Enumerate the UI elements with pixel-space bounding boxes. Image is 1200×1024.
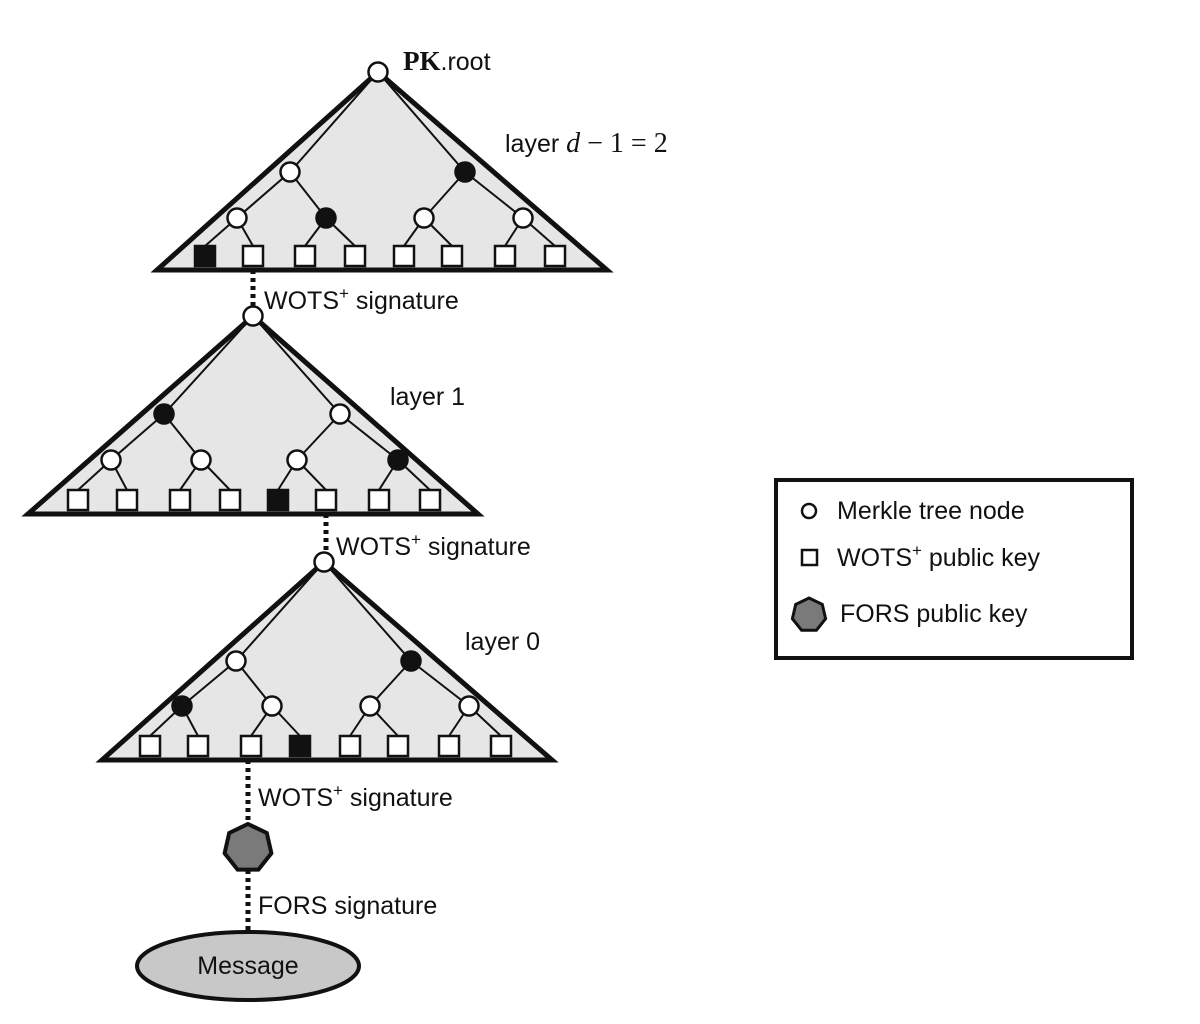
wots-key-icon [66,488,90,512]
wots-key-auth-icon [288,734,312,758]
wots-key-icon [392,244,416,268]
wots-key-icon [314,488,338,512]
top-layer-label: layer d − 1 = 2 [505,128,668,159]
legend-wots-key-icon [800,548,819,567]
wots-key-icon [437,734,461,758]
merkle-node-icon [367,61,389,83]
legend-fors-key-label: FORS public key [840,600,1028,628]
message-label: Message [197,952,298,980]
legend-wots-key-label: WOTS+ public key [837,541,1041,572]
merkle-node-icon [100,449,122,471]
merkle-node-icon [279,161,301,183]
merkle-node-auth-icon [171,695,193,717]
fors-signature-label: FORS signature [258,892,437,920]
wots-signature-label-middle: WOTS+ signature [336,530,531,561]
wots-key-icon [186,734,210,758]
wots-key-icon [489,734,513,758]
merkle-node-icon [286,449,308,471]
middle-tree: layer 1 [21,305,485,517]
legend-merkle-node-label: Merkle tree node [837,497,1025,525]
merkle-node-auth-icon [400,650,422,672]
wots-key-auth-icon [193,244,217,268]
wots-key-icon [343,244,367,268]
wots-key-icon [239,734,263,758]
legend-fors-key-icon [790,596,828,632]
merkle-node-auth-icon [153,403,175,425]
legend-merkle-node-icon [800,502,818,520]
wots-key-icon [338,734,362,758]
wots-key-icon [367,488,391,512]
bottom-tree-leaves [138,734,513,758]
merkle-node-auth-icon [315,207,337,229]
top-tree: PK.root layer d − 1 = 2 [150,46,668,273]
wots-key-icon [543,244,567,268]
bottom-layer-label: layer 0 [465,628,540,656]
merkle-node-icon [458,695,480,717]
wots-key-icon [241,244,265,268]
merkle-node-icon [226,207,248,229]
wots-key-icon [418,488,442,512]
wots-key-icon [168,488,192,512]
bottom-tree-triangle [95,558,559,763]
bottom-tree-nodes [171,551,480,717]
merkle-node-icon [359,695,381,717]
merkle-node-icon [413,207,435,229]
merkle-node-icon [261,695,283,717]
merkle-node-auth-icon [387,449,409,471]
merkle-node-icon [512,207,534,229]
merkle-node-icon [225,650,247,672]
message-ellipse [135,930,361,1002]
bottom-tree: layer 0 [95,551,559,763]
wots-key-icon [293,244,317,268]
wots-key-icon [115,488,139,512]
merkle-node-icon [242,305,264,327]
wots-key-icon [386,734,410,758]
wots-key-icon [493,244,517,268]
top-tree-nodes [226,61,534,229]
top-tree-leaves [193,244,567,268]
wots-key-auth-icon [266,488,290,512]
middle-tree-nodes [100,305,409,471]
top-tree-triangle [150,68,614,273]
wots-signature-label-top: WOTS+ signature [264,284,459,315]
merkle-node-icon [190,449,212,471]
legend: Merkle tree node WOTS+ public key FORS p… [774,478,1134,660]
middle-tree-leaves [66,488,442,512]
wots-key-icon [218,488,242,512]
legend-box [774,478,1134,660]
merkle-node-icon [313,551,335,573]
merkle-node-icon [329,403,351,425]
fors-public-key-icon [222,821,274,872]
message-node: Message [135,930,361,1002]
middle-tree-triangle [21,312,485,517]
merkle-node-auth-icon [454,161,476,183]
wots-key-icon [440,244,464,268]
root-label: PK.root [403,46,491,76]
middle-layer-label: layer 1 [390,383,465,411]
wots-key-icon [138,734,162,758]
wots-signature-label-bottom: WOTS+ signature [258,781,453,812]
